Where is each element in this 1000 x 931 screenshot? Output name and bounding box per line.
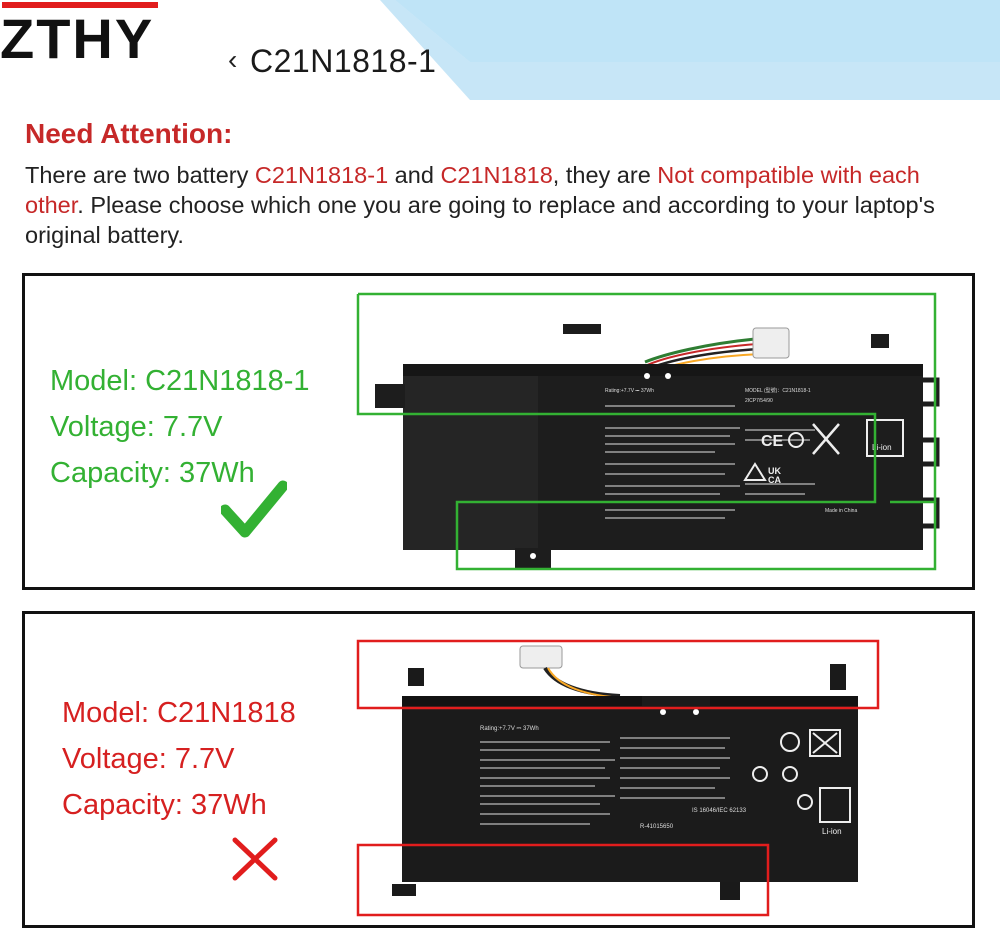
attn-model-2: C21N1818 [440, 162, 553, 188]
compatible-model: Model: C21N1818-1 [50, 365, 310, 397]
page-title: C21N1818-1 [250, 43, 437, 79]
attn-part-2: and [388, 162, 441, 188]
incompatible-model: Model: C21N1818 [62, 697, 296, 729]
attn-model-1: C21N1818-1 [254, 162, 389, 188]
incompatible-voltage: Voltage: 7.7V [62, 743, 235, 775]
cross-icon [232, 837, 278, 881]
highlight-boxes-green [356, 292, 937, 571]
attn-part-3: , they are [552, 162, 658, 188]
brand-logo-text: ZTHY [0, 7, 154, 62]
battery-c21n1818-image: Rating:+7.7V ⎓ 37Wh R-41015650 IS 16046/… [392, 645, 858, 900]
highlight-boxes-red [356, 639, 880, 917]
svg-text:CA: CA [768, 475, 781, 485]
banner-background [150, 0, 1000, 100]
battery2-std: IS 16046/IEC 62133 [692, 808, 747, 814]
svg-text:CE: CE [761, 433, 784, 450]
svg-text:UK: UK [768, 466, 781, 476]
compatible-capacity: Capacity: 37Wh [50, 457, 255, 489]
brand-logo: ZTHY [0, 2, 158, 62]
svg-text:Li-ion: Li-ion [872, 443, 892, 452]
check-icon [221, 480, 287, 538]
header-banner: ZTHY ‹ C21N1818-1 [0, 0, 1000, 108]
battery1-origin: Made in China [825, 508, 857, 514]
back-chevron-icon: ‹ [228, 44, 238, 75]
compatible-voltage: Voltage: 7.7V [50, 411, 223, 443]
battery2-code: R-41015650 [640, 824, 674, 830]
incompatible-capacity: Capacity: 37Wh [62, 789, 267, 821]
attention-text: There are two battery C21N1818-1 and C21… [25, 160, 985, 250]
attn-warning: Not compatible with each other [25, 162, 920, 218]
compatible-panel: Model: C21N1818-1 Voltage: 7.7V Capacity… [22, 273, 975, 590]
battery2-liion: Li-ion [822, 827, 842, 836]
attention-heading: Need Attention: [25, 118, 233, 149]
battery1-cells: 2ICP7/54/90 [745, 398, 773, 404]
battery-c21n1818-1-image: Rating:+7.7V ⎓ 37Wh MODEL (型號)：C21N1818-… [375, 324, 940, 568]
incompatible-panel: Model: C21N1818 Voltage: 7.7V Capacity: … [22, 611, 975, 928]
battery2-rating: Rating:+7.7V ⎓ 37Wh [480, 726, 539, 732]
attn-part-1: There are two battery [25, 162, 255, 188]
battery1-rating: Rating:+7.7V ⎓ 37Wh [605, 388, 654, 394]
attn-part-4: . Please choose which one you are going … [25, 192, 935, 248]
battery1-model: MODEL (型號)：C21N1818-1 [745, 387, 811, 394]
